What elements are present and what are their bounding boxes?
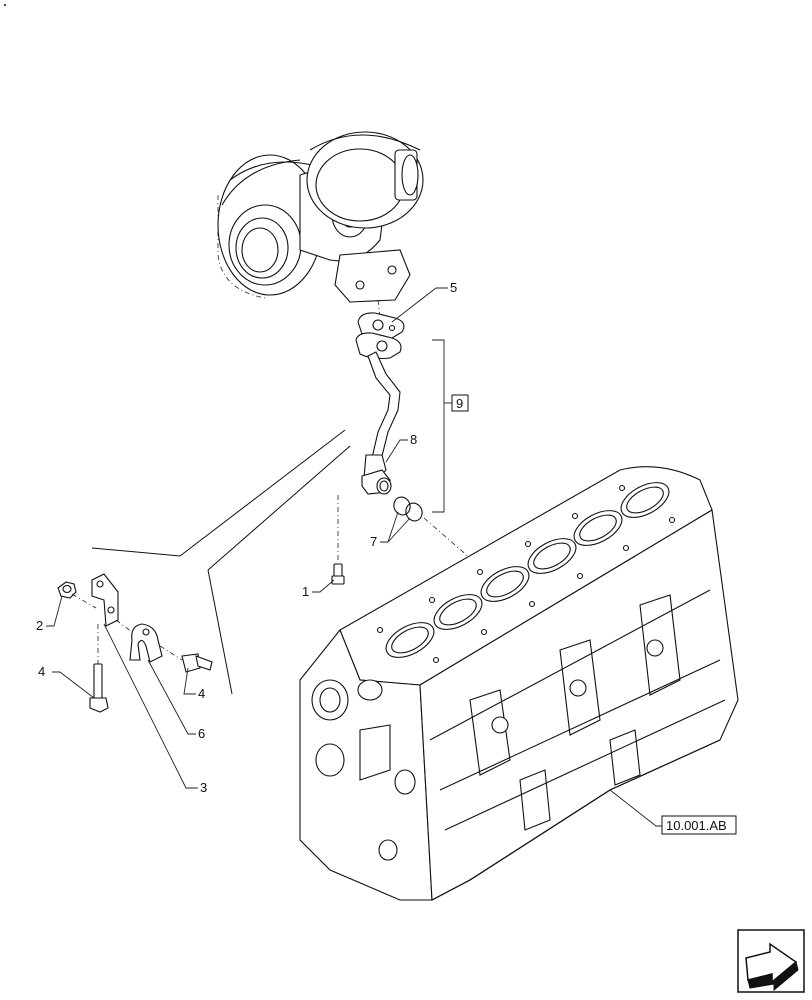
- callout-9: 9: [456, 396, 463, 411]
- callout-2: 2: [36, 618, 43, 633]
- nut-2: [57, 581, 77, 599]
- callout-1: 1: [302, 584, 309, 599]
- callout-4-left: 4: [38, 664, 45, 679]
- next-page-arrow-icon[interactable]: [737, 929, 805, 993]
- axis-line: [115, 619, 133, 633]
- leader-lines: [46, 287, 662, 827]
- o-rings: [393, 496, 423, 522]
- reference-engine-block[interactable]: 10.001.AB: [666, 818, 727, 833]
- bracket-3: [91, 573, 119, 627]
- callout-3: 3: [200, 780, 207, 795]
- callout-8: 8: [410, 432, 417, 447]
- guide-line: [207, 445, 351, 571]
- bolt-4-right: [181, 653, 213, 673]
- axis-line: [71, 593, 97, 609]
- reference-box-engine-block[interactable]: [661, 815, 737, 835]
- bolt-4-left: [89, 663, 109, 713]
- guide-line: [179, 429, 346, 557]
- clamp-6: [129, 623, 163, 663]
- callout-9-box: [451, 394, 469, 412]
- oil-drain-pipe: [355, 332, 402, 495]
- callout-5: 5: [450, 280, 457, 295]
- guide-line: [207, 569, 233, 695]
- engine-block: [299, 466, 739, 901]
- axis-line: [423, 517, 471, 559]
- turbocharger: [217, 131, 424, 303]
- guide-line: [91, 547, 181, 557]
- bolt-1: [331, 563, 345, 585]
- corner-mark: [4, 4, 6, 6]
- callout-7: 7: [370, 534, 377, 549]
- axis-line: [159, 645, 183, 661]
- callout-6: 6: [198, 726, 205, 741]
- callout-4-right: 4: [198, 686, 205, 701]
